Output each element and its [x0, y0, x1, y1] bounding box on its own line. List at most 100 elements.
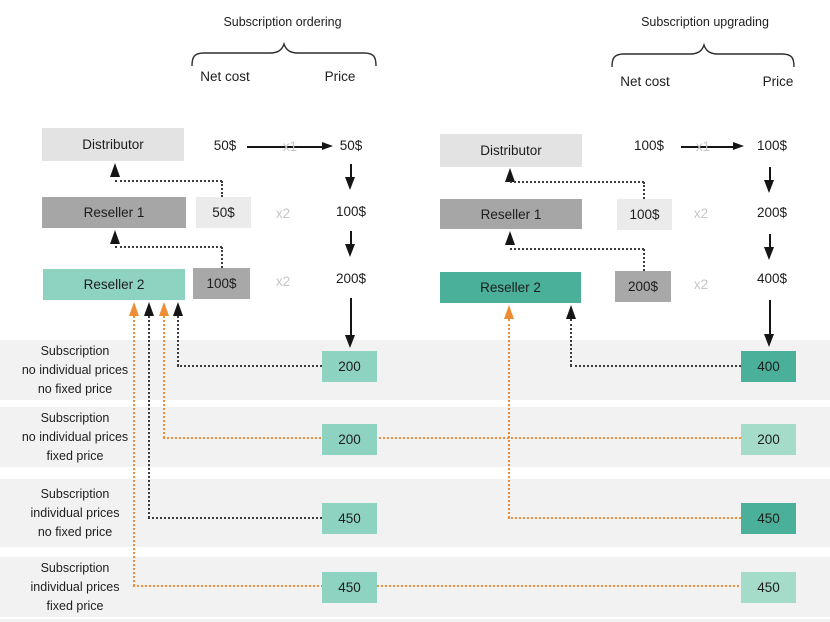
upgrading-row1-hline: [570, 365, 741, 367]
upgrading-reseller1-multiplier: x2: [693, 206, 709, 221]
ordering-price-arrow-3-line: [350, 298, 352, 337]
ordering-netcost-to-reseller1-line: [115, 246, 222, 248]
ordering-nofixed2-arrowhead-icon: [144, 302, 154, 316]
ordering-x1-arrow-line: [247, 146, 323, 148]
ordering-netcost-to-reseller1-arrowhead-icon: [110, 230, 120, 244]
ordering-nofixed1-arrowhead-icon: [173, 302, 183, 316]
ordering-row2-vline: [163, 316, 165, 438]
row-label-line: no fixed price: [37, 381, 113, 396]
row-label-2: Subscription no individual prices fixed …: [0, 407, 150, 467]
upgrading-netcost-to-distributor-drop: [643, 182, 645, 199]
upgrading-row3-hline: [508, 517, 741, 519]
row-band-1: [0, 340, 830, 400]
ordering-net-cost-header: Net cost: [200, 69, 250, 84]
row-label-line: Subscription: [40, 560, 110, 575]
upgrading-row1-value-box: 400: [741, 351, 796, 382]
ordering-row4-vline: [133, 316, 135, 586]
upgrading-reseller2-price: 400$: [756, 271, 788, 286]
upgrading-distributor-net-cost: 100$: [633, 138, 665, 153]
ordering-distributor-net-cost: 50$: [213, 138, 237, 153]
ordering-row3-vline: [148, 316, 150, 518]
row-label-line: no fixed price: [37, 524, 113, 539]
row-label-line: Subscription: [40, 410, 110, 425]
ordering-reseller1-price: 100$: [335, 204, 367, 219]
upgrading-price-header: Price: [762, 74, 794, 89]
ordering-price-arrow-2-head-icon: [345, 244, 355, 257]
upgrading-distributor-price: 100$: [756, 138, 788, 153]
upgrading-distributor-box: Distributor: [440, 134, 582, 167]
upgrading-reseller1-net-cost-box: 100$: [617, 199, 672, 230]
ordering-price-arrow-3-head-icon: [345, 335, 355, 348]
upgrading-reseller2-net-cost-box: 200$: [615, 271, 671, 302]
upgrading-reseller2-box: Reseller 2: [440, 272, 581, 303]
ordering-netcost-to-distributor-line: [115, 180, 222, 182]
ordering-price-header: Price: [324, 69, 356, 84]
row-label-line: fixed price: [46, 598, 104, 613]
ordering-row3-value-box: 450: [322, 503, 377, 534]
upgrading-row3-vline: [508, 319, 510, 518]
ordering-netcost-to-reseller1-drop: [221, 247, 223, 268]
upgrading-netcost-to-reseller1-arrowhead-icon: [505, 231, 515, 245]
ordering-row2-value-box: 200: [322, 424, 377, 455]
row4-hline-shared: [133, 585, 743, 587]
row-band-bottom-sliver: [0, 619, 830, 622]
upgrading-price-arrow-2-line: [769, 234, 771, 249]
ordering-reseller2-price: 200$: [335, 271, 367, 286]
row-band-4: [0, 557, 830, 617]
ordering-reseller2-box: Reseller 2: [43, 269, 185, 300]
ordering-row3-hline: [148, 517, 322, 519]
upgrading-netcost-to-reseller1-line: [510, 248, 644, 250]
ordering-reseller2-net-cost-box: 100$: [193, 268, 250, 299]
upgrading-netcost-to-reseller1-drop: [643, 249, 645, 271]
upgrading-price-arrow-3-head-icon: [764, 334, 774, 347]
ordering-panel-title: Subscription ordering: [223, 15, 342, 29]
upgrading-reseller1-price: 200$: [756, 205, 788, 220]
ordering-netcost-to-distributor-arrowhead-icon: [110, 163, 120, 177]
upgrading-price-arrow-1-line: [769, 167, 771, 182]
row-band-3: [0, 479, 830, 547]
upgrading-price-arrow-1-head-icon: [764, 180, 774, 193]
upgrading-netcost-to-distributor-arrowhead-icon: [505, 168, 515, 182]
ordering-x1-arrowhead-icon: [322, 142, 333, 150]
ordering-netcost-to-distributor-drop: [221, 181, 223, 197]
row-label-4: Subscription individual prices fixed pri…: [0, 557, 150, 617]
row-label-line: fixed price: [46, 448, 104, 463]
row-label-line: no individual prices: [21, 429, 129, 444]
ordering-row1-hline: [177, 365, 325, 367]
row-label-line: Subscription: [40, 343, 110, 358]
row-label-line: individual prices: [30, 579, 120, 594]
upgrading-brace-icon: [611, 42, 795, 68]
row-label-line: individual prices: [30, 505, 120, 520]
row-label-1: Subscription no individual prices no fix…: [0, 340, 150, 400]
upgrading-row1-vline: [570, 319, 572, 366]
upgrading-panel-title: Subscription upgrading: [641, 15, 769, 29]
row-label-line: Subscription: [40, 486, 110, 501]
ordering-distributor-box: Distributor: [42, 128, 184, 161]
row2-hline-shared: [163, 437, 741, 439]
upgrading-x1-arrowhead-icon: [733, 142, 744, 150]
upgrading-row4-value-box: 450: [741, 572, 796, 603]
upgrading-price-arrow-3-line: [769, 300, 771, 336]
upgrading-fixed-arrowhead-icon: [504, 305, 514, 319]
ordering-brace-icon: [191, 41, 377, 67]
upgrading-x1-label: x1: [695, 139, 711, 154]
ordering-row1-value-box: 200: [322, 351, 377, 382]
ordering-x1-label: x1: [282, 139, 298, 154]
upgrading-x1-arrow-line: [681, 146, 734, 148]
row-label-3: Subscription individual prices no fixed …: [0, 479, 150, 547]
ordering-price-arrow-1-line: [350, 164, 352, 179]
ordering-reseller1-box: Reseller 1: [42, 197, 186, 228]
ordering-reseller1-net-cost-box: 50$: [196, 197, 251, 228]
upgrading-netcost-to-distributor-line: [510, 181, 644, 183]
upgrading-reseller2-multiplier: x2: [693, 277, 709, 292]
upgrading-row3-value-box: 450: [741, 503, 796, 534]
upgrading-net-cost-header: Net cost: [620, 74, 670, 89]
ordering-distributor-price: 50$: [339, 138, 363, 153]
ordering-fixed1-arrowhead-icon: [159, 302, 169, 316]
upgrading-price-arrow-2-head-icon: [764, 247, 774, 260]
upgrading-reseller1-box: Reseller 1: [440, 199, 582, 229]
ordering-price-arrow-1-head-icon: [345, 177, 355, 190]
upgrading-row2-value-box: 200: [741, 424, 796, 455]
ordering-reseller2-multiplier: x2: [275, 274, 291, 289]
